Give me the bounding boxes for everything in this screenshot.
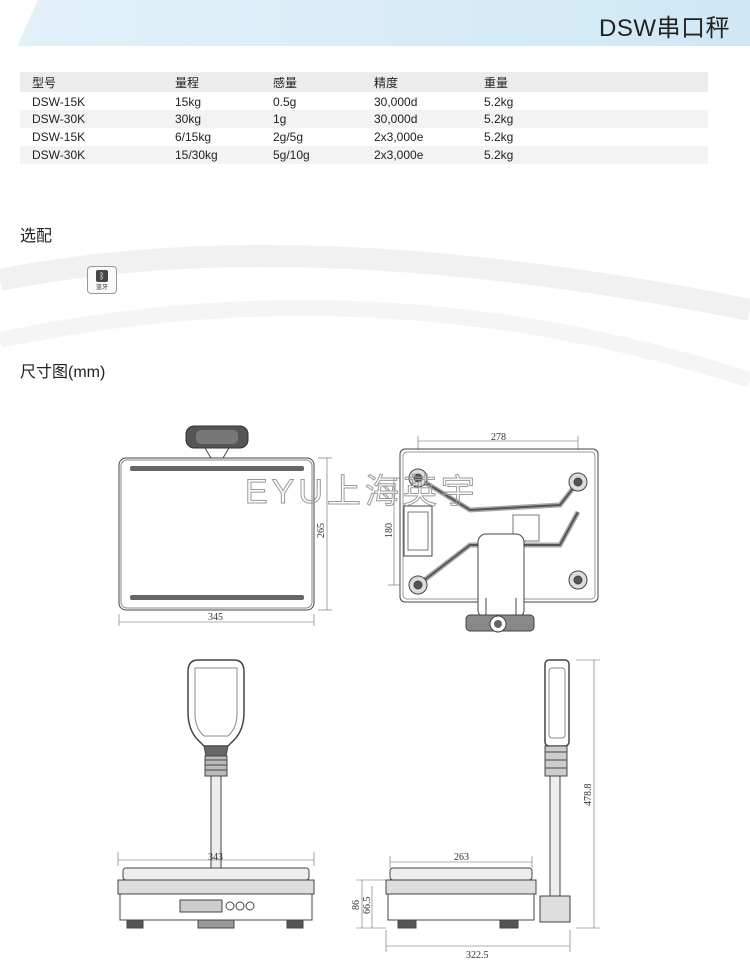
- cell: 15kg: [175, 95, 202, 109]
- dim-side-inner-height: 66.5: [362, 897, 373, 915]
- cell: 1g: [261, 110, 362, 128]
- bluetooth-label: 蓝牙: [95, 285, 108, 291]
- cell: 15/30kg: [163, 146, 261, 164]
- cell: DSW-15K: [32, 130, 86, 144]
- side-view-drawing: [356, 659, 600, 952]
- page-title: DSW串口秤: [599, 15, 730, 42]
- spec-table: 型号 量程 感量 精度 重量 DSW-15K 15kg 0.5g 30,000d…: [20, 72, 708, 164]
- cell: 30kg: [163, 110, 261, 128]
- cell: DSW-30K: [20, 146, 163, 164]
- cell: 5.2kg: [472, 110, 708, 128]
- dim-side-top-depth: 263: [454, 852, 469, 863]
- dimension-drawings: 345 265 278 180 EYU上海英宇: [117, 425, 600, 961]
- front-view-drawing: [117, 659, 315, 929]
- dimensions-title: 尺寸图(mm): [20, 364, 106, 381]
- dim-side-platform-height: 86: [351, 900, 362, 910]
- cell: 0.5g: [273, 95, 297, 109]
- dim-side-base-depth: 322.5: [466, 950, 489, 961]
- dim-top-depth: 265: [316, 523, 327, 538]
- cell: DSW-15K: [32, 95, 86, 109]
- cell: 5.2kg: [472, 146, 708, 164]
- options-title: 选配: [20, 228, 53, 245]
- col-accuracy: 精度: [362, 72, 472, 92]
- cell: 2x3,000e: [362, 146, 472, 164]
- bottom-view-drawing: [388, 436, 599, 633]
- col-range: 量程: [163, 72, 261, 92]
- cell: 30,000d: [374, 95, 418, 109]
- header-band: [0, 0, 750, 46]
- col-division: 感量: [261, 72, 362, 92]
- table-row: DSW-15K 6/15kg 2g/5g 2x3,000e 5.2kg: [20, 128, 708, 146]
- col-model: 型号: [20, 72, 163, 92]
- top-view-drawing: [118, 425, 332, 626]
- dim-front-width: 343: [208, 852, 223, 863]
- dim-top-width: 345: [208, 612, 223, 623]
- cell: 5.2kg: [484, 95, 514, 109]
- watermark: EYU上海英宇: [245, 473, 479, 511]
- table-row: DSW-15K 15kg 0.5g 30,000d 5.2kg: [20, 92, 708, 110]
- cell: 2g/5g: [273, 130, 304, 144]
- cell: DSW-30K: [20, 110, 163, 128]
- table-row: DSW-30K 15/30kg 5g/10g 2x3,000e 5.2kg: [20, 146, 708, 164]
- cell: 30,000d: [362, 110, 472, 128]
- cell: 5g/10g: [261, 146, 362, 164]
- col-weight: 重量: [472, 72, 708, 92]
- dim-side-total-height: 478.8: [583, 784, 594, 807]
- dim-bottom-depth: 180: [384, 523, 395, 538]
- cell: 5.2kg: [484, 130, 514, 144]
- cell: 6/15kg: [175, 130, 212, 144]
- bluetooth-option-badge: ᛒ 蓝牙: [87, 266, 117, 294]
- bluetooth-icon: ᛒ: [96, 270, 108, 282]
- dim-bottom-width: 278: [491, 432, 506, 443]
- table-header-row: 型号 量程 感量 精度 重量: [20, 72, 708, 92]
- table-row: DSW-30K 30kg 1g 30,000d 5.2kg: [20, 110, 708, 128]
- cell: 2x3,000e: [374, 130, 424, 144]
